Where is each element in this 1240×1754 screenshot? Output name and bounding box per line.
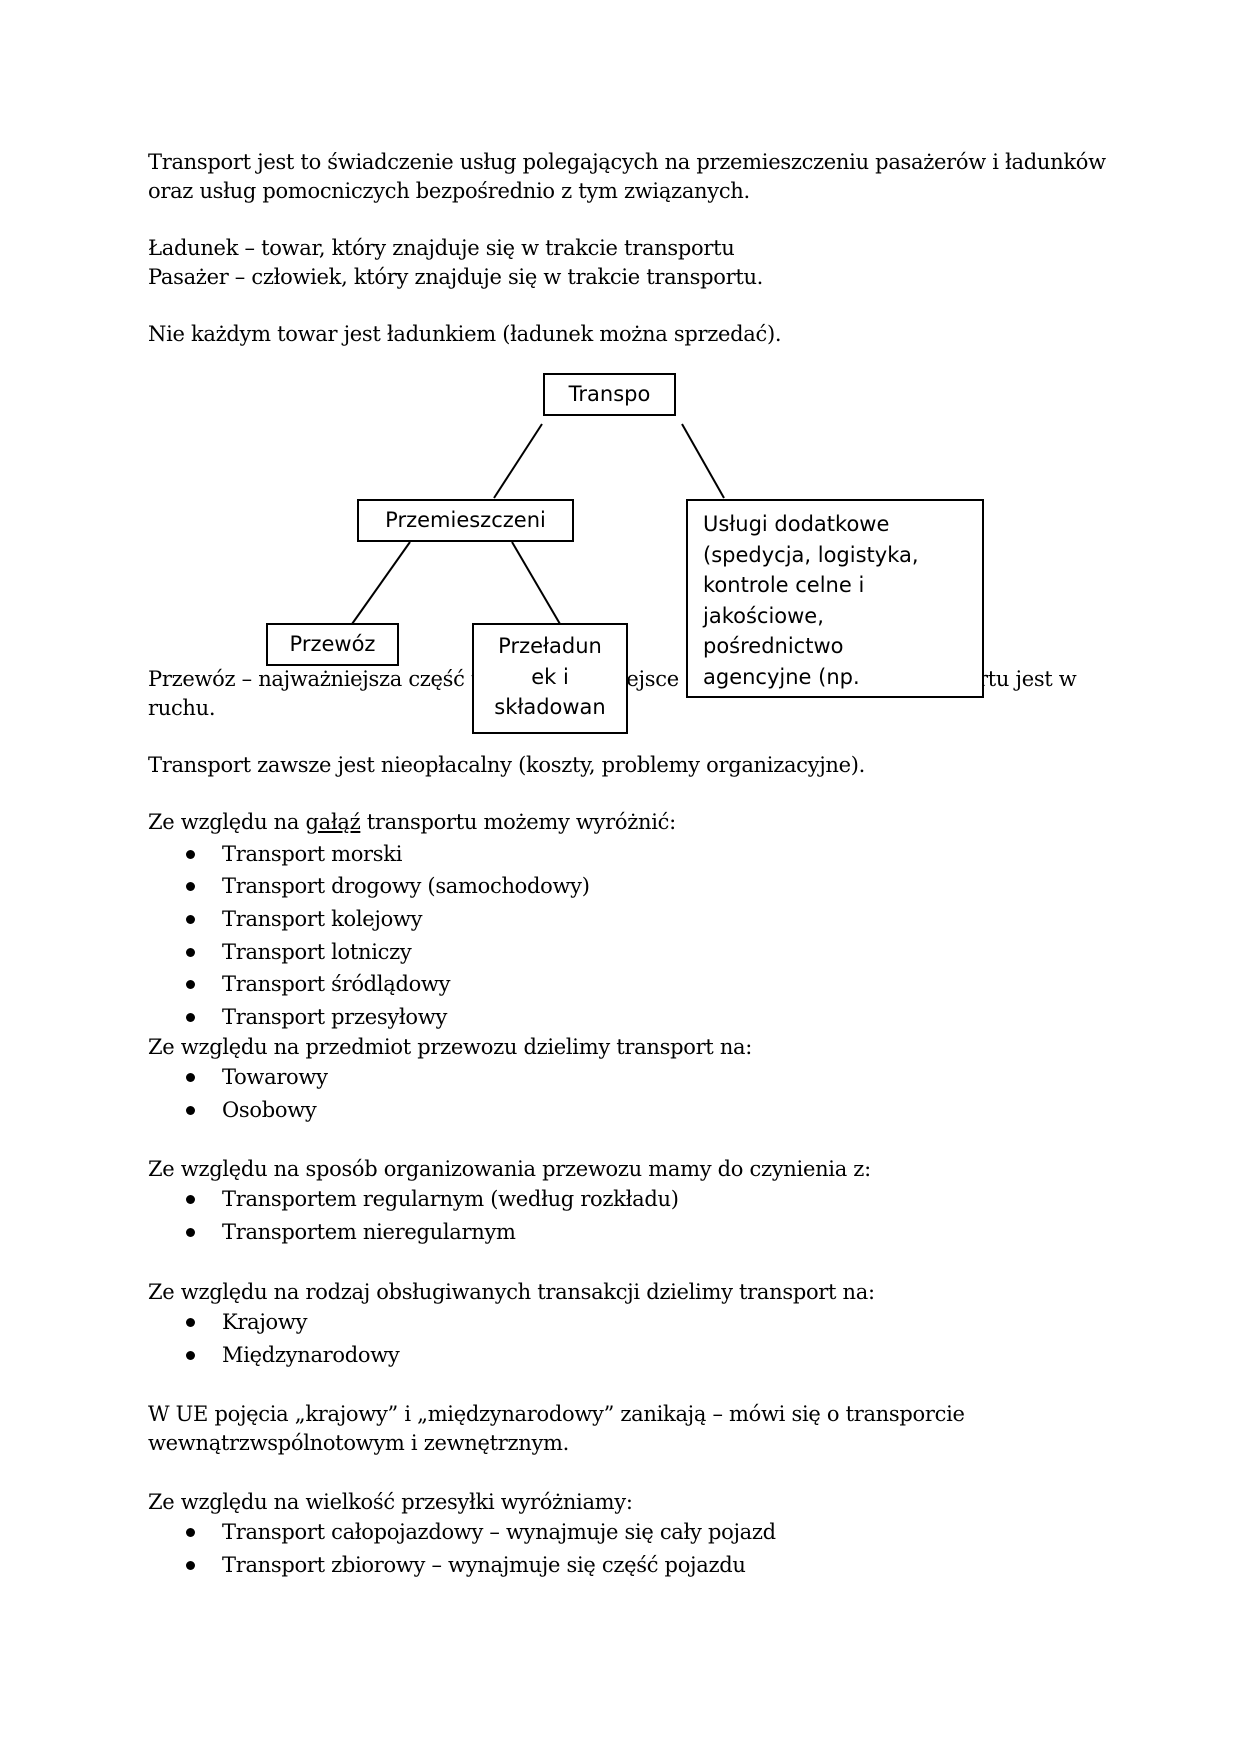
paragraph-carriage-line1-b: iejsce xyxy=(620,667,679,691)
bullet-icon xyxy=(186,1351,195,1360)
list-item: Transport morski xyxy=(222,842,403,866)
list-item: Osobowy xyxy=(222,1098,317,1122)
bullet-icon xyxy=(186,1561,195,1570)
node-label: pośrednictwo xyxy=(703,634,844,658)
paragraph-goods-note: Nie każdym towar jest ładunkiem (ładunek… xyxy=(148,322,782,346)
node-label: ek i xyxy=(531,664,569,689)
bullet-icon xyxy=(186,1073,195,1082)
paragraph-subject-heading: Ze względu na przedmiot przewozu dzielim… xyxy=(148,1035,753,1059)
connector-root-services xyxy=(681,423,725,499)
list-item: Międzynarodowy xyxy=(222,1343,400,1367)
list-item: Krajowy xyxy=(222,1310,308,1334)
diagram-node-carriage: Przewóz xyxy=(266,623,399,666)
bullet-icon xyxy=(186,1528,195,1537)
paragraph-organization-heading: Ze względu na sposób organizowania przew… xyxy=(148,1157,871,1181)
paragraph-branch-heading: Ze względu na gałąź transportu możemy wy… xyxy=(148,808,676,836)
paragraph-carriage-line1-c: rtu jest w xyxy=(978,667,1077,691)
list-item: Transport zbiorowy – wynajmuje się część… xyxy=(222,1553,746,1577)
node-label: jakościowe, xyxy=(703,603,824,628)
paragraph-transactions-heading: Ze względu na rodzaj obsługiwanych trans… xyxy=(148,1280,875,1304)
paragraph-size-heading: Ze względu na wielkość przesyłki wyróżni… xyxy=(148,1490,633,1514)
node-label: Usługi dodatkowe xyxy=(703,512,890,536)
branch-heading-start: Ze względu na xyxy=(148,810,306,834)
bullet-icon xyxy=(186,882,195,891)
diagram-node-movement: Przemieszczeni xyxy=(357,499,574,542)
node-label: Przewóz xyxy=(289,632,376,656)
paragraph-definition-line2: oraz usług pomocniczych bezpośrednio z t… xyxy=(148,179,750,203)
bullet-icon xyxy=(186,1195,195,1204)
paragraph-definition-line1: Transport jest to świadczenie usług pole… xyxy=(148,150,1106,174)
connector-movement-carriage xyxy=(351,541,411,625)
bullet-icon xyxy=(186,915,195,924)
branch-heading-end: transportu możemy wyróżnić: xyxy=(360,810,676,834)
bullet-icon xyxy=(186,1106,195,1115)
list-item: Transportem regularnym (według rozkładu) xyxy=(222,1187,679,1211)
connector-root-movement xyxy=(493,423,543,499)
diagram-node-reload: Przeładun ek i składowan xyxy=(472,623,628,734)
list-item: Transport kolejowy xyxy=(222,907,423,931)
node-label: (spedycja, logistyka, xyxy=(703,542,919,567)
paragraph-cargo-definition: Ładunek – towar, który znajduje się w tr… xyxy=(148,236,735,260)
bullet-icon xyxy=(186,850,195,859)
bullet-icon xyxy=(186,1013,195,1022)
node-label: składowan xyxy=(494,695,606,719)
branch-heading-underlined: gałąź xyxy=(305,810,361,834)
paragraph-eu-line2: wewnątrzwspólnotowym i zewnętrznym. xyxy=(148,1431,570,1455)
paragraph-passenger-definition: Pasażer – człowiek, który znajduje się w… xyxy=(148,265,764,289)
node-label: kontrole celne i xyxy=(703,573,865,597)
list-item: Transportem nieregularnym xyxy=(222,1220,516,1244)
bullet-icon xyxy=(186,980,195,989)
paragraph-unprofitable: Transport zawsze jest nieopłacalny (kosz… xyxy=(148,753,866,777)
node-label: Transpo xyxy=(568,382,651,406)
bullet-icon xyxy=(186,1318,195,1327)
list-item: Towarowy xyxy=(222,1065,328,1089)
node-label: agencyjne (np. xyxy=(703,664,860,689)
list-item: Transport lotniczy xyxy=(222,940,412,964)
paragraph-carriage-line2: ruchu. xyxy=(148,696,216,720)
paragraph-carriage-line1-a: Przewóz – najważniejsza część t xyxy=(148,667,480,691)
bullet-icon xyxy=(186,1228,195,1237)
bullet-icon xyxy=(186,948,195,957)
list-item: Transport drogowy (samochodowy) xyxy=(222,874,590,898)
node-label: Przeładun xyxy=(498,634,602,658)
node-label: Przemieszczeni xyxy=(385,508,546,532)
list-item: Transport śródlądowy xyxy=(222,972,451,996)
list-item: Transport przesyłowy xyxy=(222,1005,448,1029)
list-item: Transport całopojazdowy – wynajmuje się … xyxy=(222,1520,776,1544)
connector-movement-reload xyxy=(511,541,561,625)
diagram-node-services: Usługi dodatkowe (spedycja, logistyka, k… xyxy=(686,499,984,698)
diagram-node-root: Transpo xyxy=(543,373,676,416)
paragraph-eu-line1: W UE pojęcia „krajowy” i „międzynarodowy… xyxy=(148,1402,965,1426)
